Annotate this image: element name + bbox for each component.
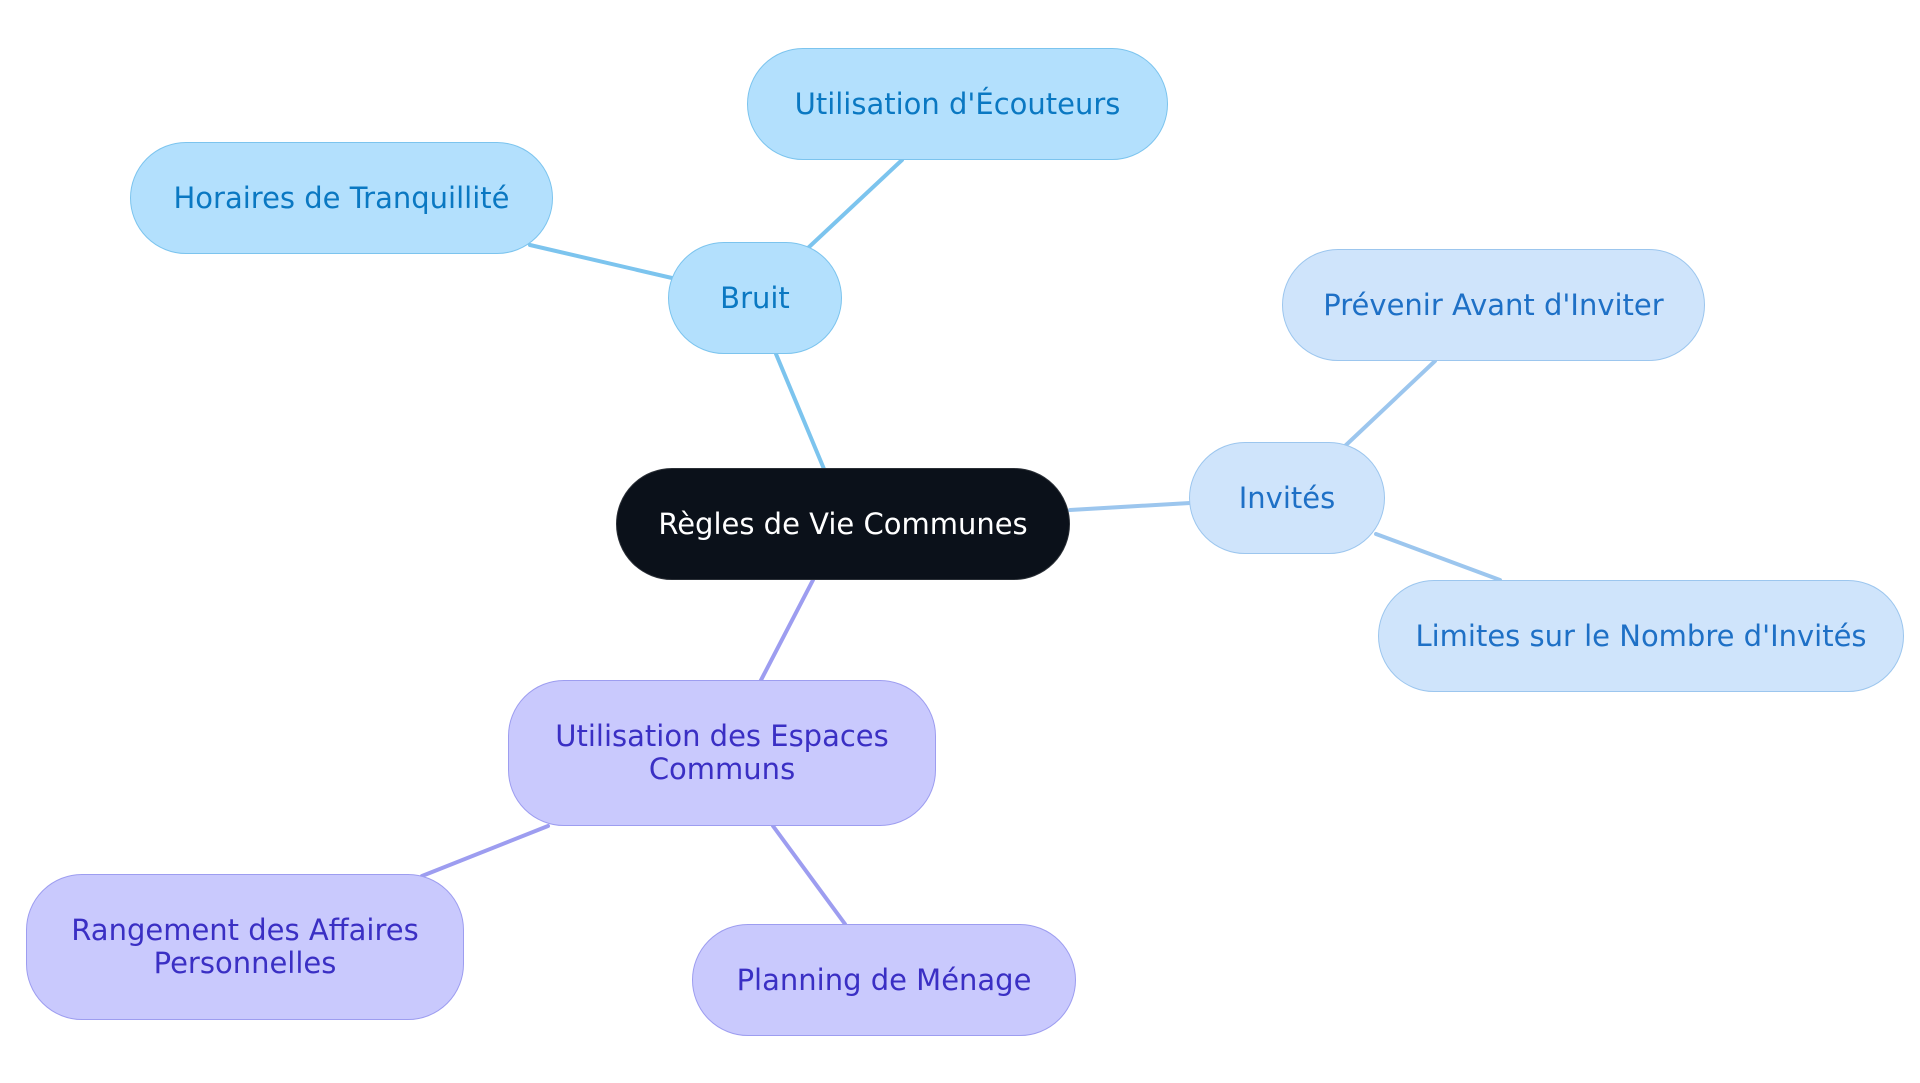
node-menage: Planning de Ménage [692, 924, 1076, 1036]
node-invites-label: Invités [1238, 480, 1336, 515]
node-espaces: Utilisation des Espaces Communs [508, 680, 936, 826]
node-prevenir: Prévenir Avant d'Inviter [1282, 249, 1705, 361]
edge-invites-limites [1374, 532, 1502, 582]
edge-bruit-horaires [528, 243, 674, 280]
node-ecouteurs-label: Utilisation d'Écouteurs [794, 86, 1121, 121]
node-rangement-label-line1: Rangement des Affaires [71, 913, 419, 947]
node-bruit-label: Bruit [720, 280, 790, 315]
edge-invites-prevenir [1343, 359, 1437, 448]
node-rangement-label-line2: Personnelles [153, 946, 337, 980]
node-root-label: Règles de Vie Communes [658, 506, 1028, 541]
edge-root-espaces [758, 578, 815, 684]
node-root: Règles de Vie Communes [616, 468, 1070, 580]
node-espaces-label-line2: Communs [648, 752, 796, 786]
edge-root-invites [1068, 501, 1192, 512]
edge-espaces-menage [771, 824, 847, 926]
node-menage-label: Planning de Ménage [736, 962, 1032, 997]
node-invites: Invités [1189, 442, 1385, 554]
node-prevenir-label: Prévenir Avant d'Inviter [1323, 287, 1664, 322]
node-horaires: Horaires de Tranquillité [130, 142, 553, 254]
node-horaires-label: Horaires de Tranquillité [173, 180, 510, 215]
edge-root-bruit [774, 352, 826, 471]
edge-espaces-rangement [420, 824, 550, 878]
node-limites-label: Limites sur le Nombre d'Invités [1415, 618, 1867, 653]
edge-bruit-ecouteurs [806, 158, 904, 250]
node-espaces-label-line1: Utilisation des Espaces [555, 719, 889, 753]
node-rangement: Rangement des Affaires Personnelles [26, 874, 464, 1020]
node-bruit: Bruit [668, 242, 842, 354]
node-limites: Limites sur le Nombre d'Invités [1378, 580, 1904, 692]
node-ecouteurs: Utilisation d'Écouteurs [747, 48, 1168, 160]
